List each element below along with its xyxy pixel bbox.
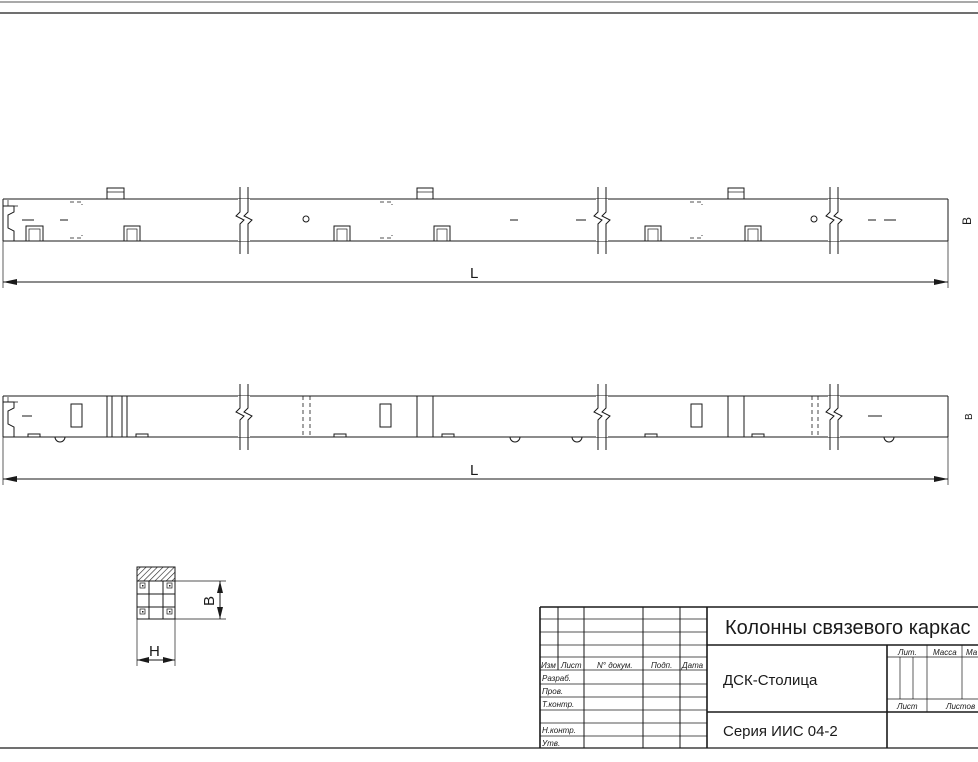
break-mark-6 xyxy=(825,384,843,450)
opening-4 xyxy=(433,225,451,242)
field-sheet: Лист xyxy=(896,702,918,711)
side-opening-3 xyxy=(690,403,703,428)
opening-5 xyxy=(644,225,662,242)
title-block: Изм Лист N° докум. Подп. Дата Разраб. Пр… xyxy=(539,606,978,748)
edge-mark-top: В xyxy=(960,217,974,225)
role-approved: Утв. xyxy=(541,739,560,748)
opening-2 xyxy=(123,225,141,242)
drawing-title: Колонны связевого каркас xyxy=(725,617,970,639)
col-sheet: Лист xyxy=(560,661,582,670)
break-mark-5 xyxy=(593,384,611,450)
series-name: Серия ИИС 04-2 xyxy=(723,723,838,740)
console-2 xyxy=(416,187,434,199)
console-3 xyxy=(727,187,745,199)
role-tech-control: Т.контр. xyxy=(542,700,574,709)
column-elevation-top: L В xyxy=(2,187,974,288)
role-developed: Разраб. xyxy=(542,674,571,683)
side-opening-1 xyxy=(70,403,83,428)
length-label-top: L xyxy=(470,265,478,282)
break-mark-2 xyxy=(593,187,611,254)
console-1 xyxy=(106,187,125,199)
break-mark-3 xyxy=(825,187,843,254)
field-scale: Ма xyxy=(966,648,978,657)
break-mark-1 xyxy=(235,187,253,254)
field-sheets: Листов xyxy=(945,702,975,711)
column-elevation-bottom: L В xyxy=(2,384,975,485)
hole-2 xyxy=(810,215,818,223)
col-signature: Подп. xyxy=(651,661,672,670)
opening-6 xyxy=(744,225,762,242)
role-checked: Пров. xyxy=(542,687,563,696)
opening-3 xyxy=(333,225,351,242)
column-cross-section: B H xyxy=(136,566,226,666)
col-change: Изм xyxy=(541,661,556,670)
opening-1 xyxy=(25,225,44,242)
col-date: Дата xyxy=(681,661,704,670)
role-norm-control: Н.контр. xyxy=(542,726,576,735)
hole-1 xyxy=(302,215,310,223)
dimension-line-length-top xyxy=(2,241,949,288)
break-mark-4 xyxy=(235,384,253,450)
edge-mark-bottom: В xyxy=(964,413,975,420)
width-label: B xyxy=(201,596,218,606)
length-label-bottom: L xyxy=(470,462,478,479)
field-letter: Лит. xyxy=(897,648,917,657)
organization-name: ДСК-Столица xyxy=(723,672,818,689)
col-doc-number: N° докум. xyxy=(597,661,633,670)
side-opening-2 xyxy=(379,403,392,428)
height-label: H xyxy=(149,643,160,660)
dimension-line-length-bottom xyxy=(2,437,949,485)
field-mass: Масса xyxy=(933,648,957,657)
